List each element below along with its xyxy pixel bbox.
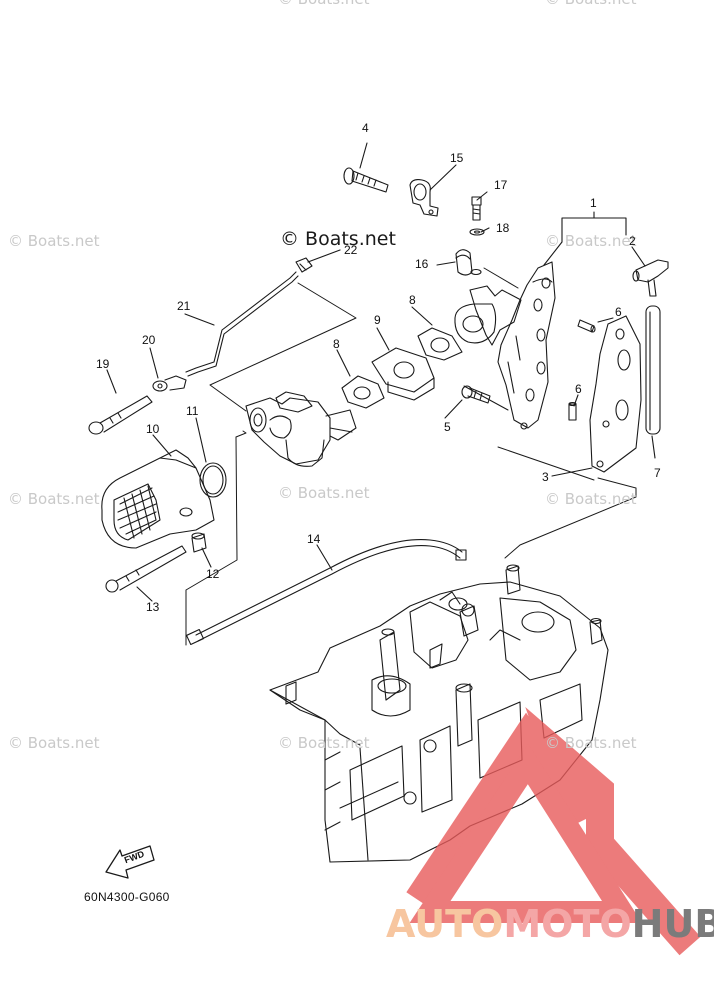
callout-label: 9 [374,313,381,327]
brand-triangle-logo [406,706,701,956]
brand-part-hub: HUB [631,902,714,946]
spacer-9 [371,347,435,401]
o-ring-11 [199,462,227,498]
watermark: © Boats.net [545,734,637,752]
watermark: © Boats.net [8,490,100,508]
callout-label: 3 [542,470,549,484]
watermark: © Boats.net [545,490,637,508]
washer-18 [469,228,485,236]
watermark: © Boats.net [8,734,100,752]
silencer-10 [101,449,215,549]
hose-14 [185,539,467,646]
grommet-16 [455,249,482,276]
callout-label: 1 [590,196,597,210]
callout-label: 18 [496,221,510,235]
gasket-8-upper [417,327,463,361]
engine-block [269,564,609,863]
grommet-12 [191,532,207,553]
rod-21 [185,271,299,377]
clip-22 [295,257,313,273]
fwd-arrow [105,845,155,879]
callout-label: 17 [494,178,508,192]
callout-label: 14 [307,532,321,546]
bolt-5 [461,385,491,404]
callout-label: 20 [142,333,156,347]
bolt-13 [105,545,187,593]
callout-label: 16 [415,257,429,271]
callout-label: 19 [96,357,110,371]
callout-label: 13 [146,600,160,614]
hose-7 [645,305,661,435]
bolt-17 [471,196,482,221]
intake-manifold-1 [454,261,556,430]
callout-label: 12 [206,567,220,581]
callout-label: 7 [654,466,661,480]
bolt-19 [88,395,153,435]
brand-part-moto: MOTO [503,902,632,946]
callout-label: 4 [362,121,369,135]
callout-label: 22 [344,243,358,257]
carburetor [245,391,357,467]
gasket-3 [589,315,642,473]
watermark: © Boats.net [278,734,370,752]
watermark: © Boats.net [8,232,100,250]
callout-label: 6 [575,382,582,396]
callout-label: 10 [146,422,160,436]
fitting-2 [632,259,669,297]
clip-20 [152,375,187,392]
callout-label: 21 [177,299,191,313]
callout-label: 6 [615,305,622,319]
callout-label: 15 [450,151,464,165]
brand-logo-text: AUTOMOTOHUB [386,902,714,946]
brand-part-auto: AUTO [386,902,504,946]
reference-lines [185,267,637,646]
callout-label: 8 [333,337,340,351]
gasket-8-lower [341,375,385,409]
watermark: © Boats.net [545,0,637,8]
watermark-main: © Boats.net [280,228,396,250]
callout-label: 8 [409,293,416,307]
watermark: © Boats.net [278,484,370,502]
clamp-15 [409,179,439,217]
callout-label: 11 [186,404,199,418]
leader-lines [106,142,656,602]
watermark: © Boats.net [545,232,637,250]
callout-label: 2 [629,234,636,248]
callout-label: 5 [444,420,451,434]
dowel-pins-6 [568,319,596,421]
bolt-4 [343,167,389,193]
watermark: © Boats.net [278,0,370,8]
drawing-code: 60N4300-G060 [84,890,170,904]
